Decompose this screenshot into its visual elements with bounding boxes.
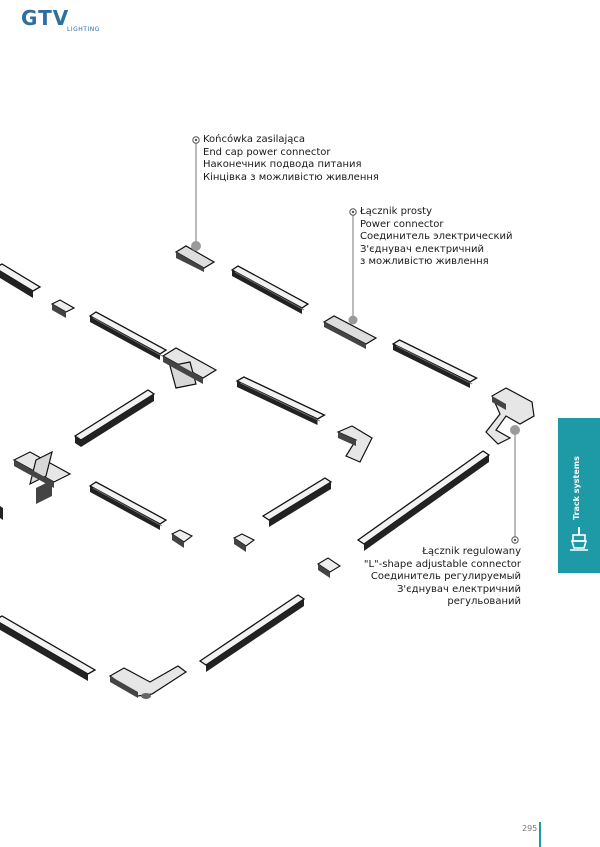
logo-text: GTV: [21, 6, 70, 30]
callout-end-cap-ru: Наконечник подвода питания: [203, 159, 362, 170]
page-number-bar: [539, 822, 541, 847]
callout-straight: Łącznik prosty Power connector Соедините…: [360, 206, 513, 269]
rail-d: [236, 376, 326, 426]
callout-straight-uk-2: з можливістю живлення: [360, 256, 489, 267]
small-clip-2: [232, 533, 256, 552]
callout-end-cap-pl: Końcówka zasilająca: [203, 134, 306, 145]
l-adjustable-connector: [485, 387, 535, 445]
rail-top-left: [0, 263, 42, 298]
rail-c: [392, 339, 478, 389]
small-connector-left: [50, 299, 76, 318]
small-clip-3: [316, 557, 342, 578]
l-connector-small: [336, 425, 373, 463]
rail-e: [89, 481, 167, 531]
callout-l-shape-pl: Łącznik regulowany: [422, 546, 521, 557]
straight-connector: [322, 315, 378, 349]
callout-end-cap-uk: Кінцівка з можливістю живлення: [203, 171, 379, 183]
callout-straight-en: Power connector: [360, 218, 444, 230]
rail-f: [73, 389, 156, 447]
end-cap-connector: [174, 241, 216, 272]
callout-l-shape-uk: З'єднувач електричний: [397, 583, 521, 595]
rail-g: [261, 477, 333, 527]
callout-straight-uk: З'єднувач електричний: [360, 243, 484, 255]
gtv-logo: GTV LIGHTING: [21, 7, 111, 37]
t-connector: [161, 347, 218, 389]
callout-l-shape-ru: Соединитель регулируемый: [370, 571, 521, 582]
side-tab[interactable]: [558, 418, 600, 573]
cross-connector: [12, 450, 72, 504]
page-number: 295: [522, 824, 538, 833]
leader-straight: [349, 208, 357, 318]
small-clip-1: [170, 529, 194, 548]
rail-b: [89, 311, 167, 361]
callout-end-cap: Końcówka zasilająca End cap power connec…: [203, 134, 379, 184]
corner-connector-bottom: [108, 665, 188, 699]
callout-straight-ru: Соединитель электрический: [360, 231, 513, 242]
leader-l-shape: [511, 432, 519, 544]
callout-l-shape-en: "L"-shape adjustable connector: [363, 558, 521, 570]
edge-fragment: [0, 506, 3, 520]
callout-straight-pl: Łącznik prosty: [360, 206, 432, 217]
callout-l-shape-uk-2: регульований: [447, 596, 521, 607]
track-light-icon: [570, 527, 588, 551]
logo-subtext: LIGHTING: [67, 26, 100, 33]
rail-h: [356, 450, 491, 551]
side-tab-label: Track systems: [572, 456, 581, 520]
callout-l-shape: Łącznik regulowany "L"-shape adjustable …: [350, 546, 521, 609]
rail-i: [198, 594, 306, 672]
rail-left-bottom: [0, 615, 97, 681]
rail-a: [231, 265, 309, 315]
leader-end-cap: [192, 136, 200, 246]
callout-end-cap-en: End cap power connector: [203, 146, 331, 158]
